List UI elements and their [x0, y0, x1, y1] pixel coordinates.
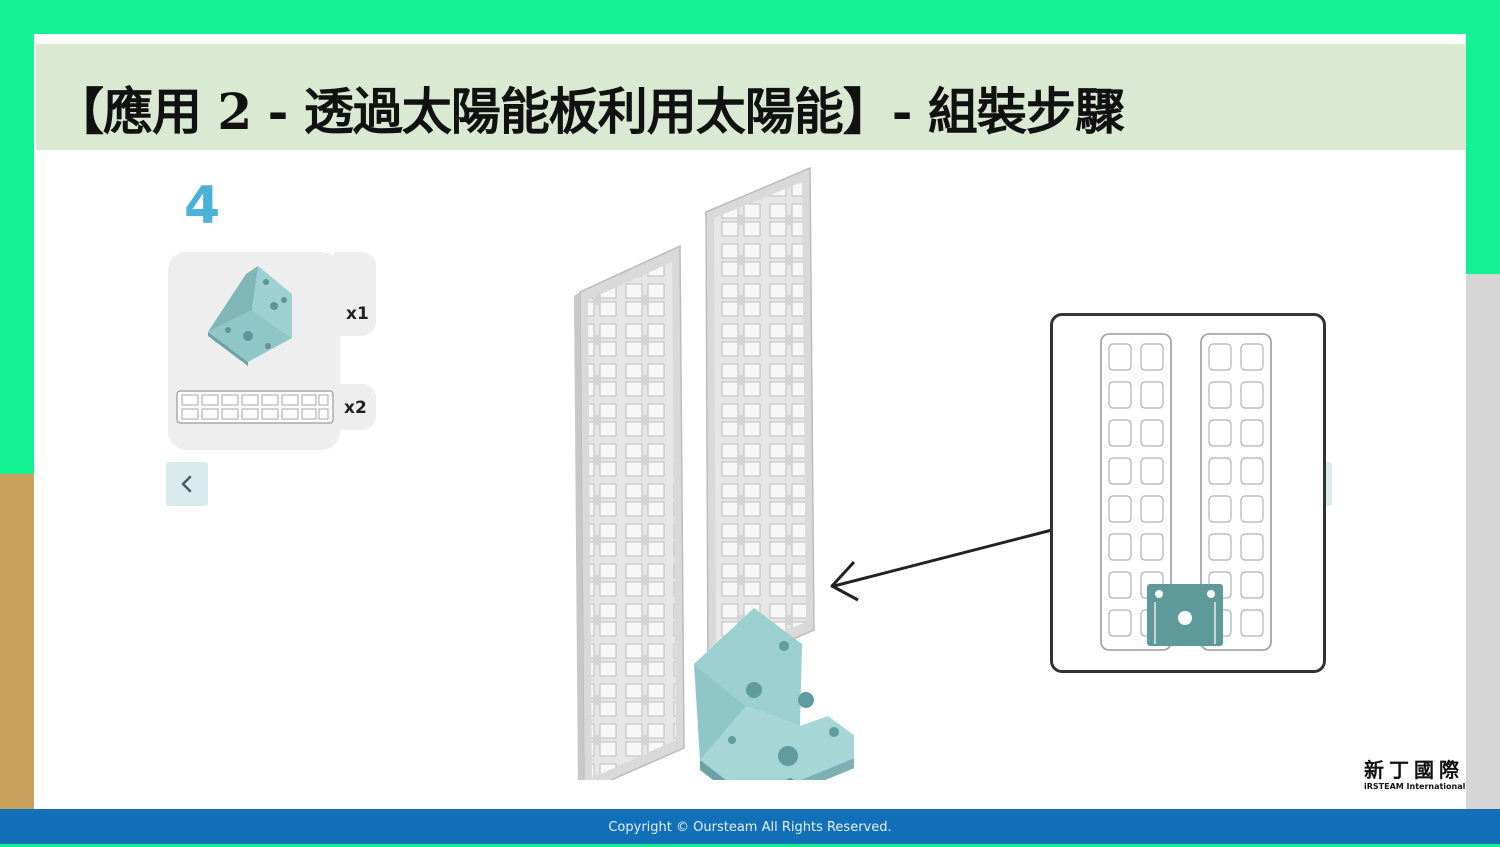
title-band: 【應用 2 - 透過太陽能板利用太陽能】- 組裝步驟	[36, 44, 1466, 150]
footer-bar: Copyright © Oursteam All Rights Reserved…	[0, 809, 1500, 844]
step-number: 4	[184, 176, 221, 236]
slide-canvas: 【應用 2 - 透過太陽能板利用太陽能】- 組裝步驟 4 x1	[34, 34, 1466, 809]
long-frame-plate-icon	[176, 390, 334, 424]
background-right-grey	[1466, 274, 1500, 809]
parts-tab-2	[334, 384, 376, 430]
detail-inset	[1050, 313, 1326, 673]
logo-english: iRSTEAM International	[1364, 782, 1466, 791]
brand-logo: 新丁國際 iRSTEAM International	[1364, 758, 1466, 791]
copyright-text: Copyright © Oursteam All Rights Reserved…	[608, 820, 892, 835]
background-left-green	[0, 34, 34, 474]
part-1-quantity: x1	[346, 304, 369, 324]
assembly-illustration	[574, 166, 854, 780]
background-right-green	[1466, 34, 1500, 274]
background-left-tan	[0, 474, 34, 809]
chevron-left-icon	[181, 475, 192, 493]
parts-list: x1 x2	[168, 252, 369, 450]
corner-bracket-icon	[208, 266, 292, 366]
previous-step-button[interactable]	[166, 462, 208, 506]
background-top-band	[0, 0, 1500, 34]
part-2-quantity: x2	[344, 398, 367, 418]
inset-frame-plates-icon	[1100, 333, 1272, 651]
parts-tab-1	[334, 252, 376, 336]
logo-chinese: 新丁國際	[1364, 758, 1464, 782]
page-title: 【應用 2 - 透過太陽能板利用太陽能】- 組裝步驟	[54, 82, 1125, 141]
pointer-arrow-icon	[830, 528, 1053, 602]
